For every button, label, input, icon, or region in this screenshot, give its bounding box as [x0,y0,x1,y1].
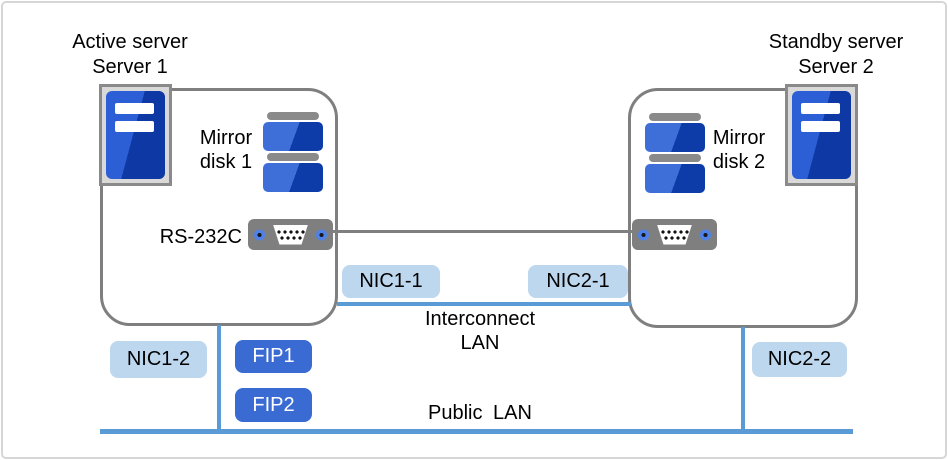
db9-connector-icon [273,224,308,245]
public-lan-line [100,429,853,434]
mirror-disk1-label-line1: Mirror [199,127,253,149]
screw-icon [316,229,327,240]
server2-serial-port-icon [632,219,717,250]
disk-body [263,122,323,151]
disk-body [645,123,705,152]
disk-cap [267,153,319,161]
interconnect-lan-label-line2: LAN [460,332,500,354]
mirror-disk1-label: Mirror disk 1 [176,126,276,174]
disk-body [645,164,705,193]
mirror-disk2-icon [645,113,705,195]
mirror-disk2-label: Mirror disk 2 [689,126,789,174]
server2-header: Standby server Server 2 [746,30,926,80]
screw-icon [700,229,711,240]
disk-cap [649,113,701,121]
fip1-chip: FIP1 [235,340,312,373]
rs232c-cable-line [332,230,635,233]
server1-role-label: Active server [72,31,188,53]
server2-drive-bay-bar [801,121,840,132]
server1-serial-port-icon [248,219,333,250]
fip2-chip: FIP2 [235,388,312,422]
server1-header: Active server Server 1 [40,30,220,80]
server1-drive-bay-bar [115,121,154,132]
db9-connector-icon [657,224,692,245]
server2-tower-body [792,91,851,179]
server1-name-label: Server 1 [92,56,168,78]
mirror-disk2-label-line1: Mirror [712,127,766,149]
public-lan-label: Public LAN [428,402,532,424]
screw-icon [638,229,649,240]
interconnect-lan-label: Interconnect LAN [390,307,570,355]
rs232c-label: RS-232C [159,226,242,248]
disk-icon [645,154,705,193]
mirror-disk2-label-line2: disk 2 [712,151,766,173]
server1-public-drop-line [217,325,221,432]
server2-tower-icon [785,84,858,186]
server1-drive-bay-bar [115,103,154,114]
disk-icon [263,112,323,151]
nic1-1-chip: NIC1-1 [342,265,440,298]
server2-role-label: Standby server [768,31,904,53]
mirror-disk1-label-line2: disk 1 [199,151,253,173]
nic2-1-chip: NIC2-1 [528,265,628,298]
nic1-2-chip: NIC1-2 [110,341,207,378]
server2-drive-bay-bar [801,103,840,114]
mirror-disk1-icon [263,112,323,194]
server2-name-label: Server 2 [798,56,874,78]
server2-public-drop-line [741,327,745,432]
interconnect-lan-label-line1: Interconnect [424,308,536,330]
nic2-2-chip: NIC2-2 [752,342,847,377]
screw-icon [254,229,265,240]
server1-tower-body [106,91,165,179]
disk-icon [263,153,323,192]
disk-cap [649,154,701,162]
interconnect-lan-line [337,302,631,306]
disk-cap [267,112,319,120]
disk-body [263,163,323,192]
disk-icon [645,113,705,152]
server1-tower-icon [99,84,172,186]
